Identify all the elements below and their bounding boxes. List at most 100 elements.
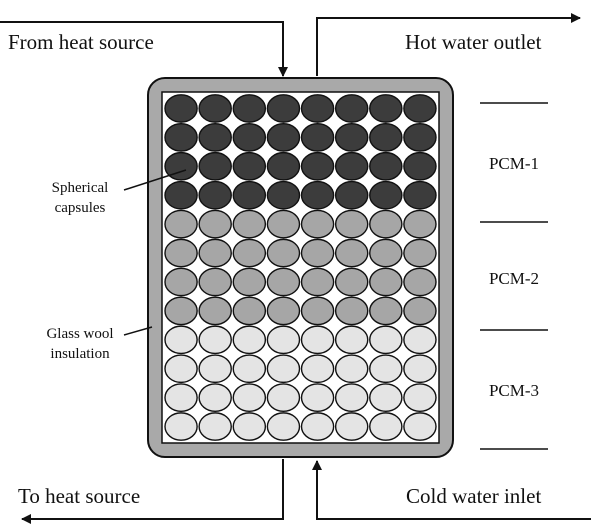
capsule-pcm-3: [164, 354, 198, 384]
capsule-pcm-2: [232, 209, 267, 239]
capsule-pcm-1: [403, 180, 437, 210]
label-hot-water-outlet: Hot water outlet: [405, 30, 542, 54]
capsule-pcm-1: [198, 123, 232, 152]
capsule-pcm-2: [369, 209, 403, 239]
capsule-pcm-3: [232, 383, 267, 412]
capsule-pcm-1: [300, 94, 335, 123]
capsule-pcm-3: [232, 354, 267, 384]
capsule-pcm-2: [300, 296, 335, 326]
capsule-pcm-3: [300, 325, 335, 355]
capsule-pcm-1: [334, 123, 369, 152]
capsule-pcm-2: [164, 267, 198, 297]
capsule-pcm-3: [334, 383, 369, 412]
capsule-pcm-1: [232, 180, 267, 210]
capsule-pcm-2: [198, 238, 232, 268]
tank-interior: [161, 91, 440, 444]
capsule-pcm-2: [164, 296, 198, 326]
label-spherical-capsules-line1: Spherical: [52, 180, 109, 196]
capsule-pcm-2: [369, 296, 403, 326]
capsule-pcm-3: [266, 354, 301, 384]
leader-glass-wool: [123, 326, 153, 336]
capsule-pcm-1: [266, 180, 301, 210]
capsule-pcm-3: [164, 383, 198, 412]
capsule-pcm-3: [403, 354, 437, 384]
capsule-pcm-2: [198, 296, 232, 326]
capsule-pcm-3: [300, 354, 335, 384]
capsule-pcm-2: [403, 238, 437, 268]
capsule-pcm-2: [334, 238, 369, 268]
capsule-pcm-3: [232, 412, 267, 441]
capsule-pcm-3: [369, 354, 403, 384]
label-cold-water-inlet: Cold water inlet: [406, 484, 541, 508]
capsule-pcm-2: [403, 209, 437, 239]
capsule-pcm-2: [266, 296, 301, 326]
capsule-pcm-3: [334, 325, 369, 355]
capsule-pcm-2: [300, 267, 335, 297]
capsule-pcm-2: [403, 296, 437, 326]
capsule-pcm-3: [403, 325, 437, 355]
capsule-pcm-1: [232, 151, 267, 181]
capsule-pcm-2: [300, 238, 335, 268]
capsule-pcm-2: [198, 209, 232, 239]
label-pcm-3: PCM-3: [489, 381, 539, 400]
capsule-pcm-3: [164, 325, 198, 355]
capsule-pcm-1: [369, 94, 403, 123]
capsule-pcm-2: [198, 267, 232, 297]
capsule-pcm-2: [334, 296, 369, 326]
capsule-pcm-3: [266, 412, 301, 441]
capsule-pcm-1: [369, 180, 403, 210]
capsule-pcm-2: [334, 209, 369, 239]
capsule-pcm-3: [266, 325, 301, 355]
capsule-pcm-3: [403, 412, 437, 441]
capsule-pcm-3: [198, 412, 232, 441]
capsule-pcm-1: [334, 180, 369, 210]
capsule-pcm-2: [266, 209, 301, 239]
label-glass-wool-line1: Glass wool: [46, 326, 113, 342]
capsule-pcm-1: [232, 94, 267, 123]
capsule-pcm-3: [334, 354, 369, 384]
cold-water-inlet-pipe: [312, 460, 591, 520]
capsule-pcm-1: [198, 94, 232, 123]
capsule-pcm-1: [403, 123, 437, 152]
capsule-pcm-1: [300, 151, 335, 181]
capsule-pcm-2: [334, 267, 369, 297]
capsule-pcm-2: [300, 209, 335, 239]
capsule-pcm-1: [164, 180, 198, 210]
capsule-pcm-1: [164, 123, 198, 152]
capsule-pcm-1: [300, 180, 335, 210]
spherical-capsules-group: [164, 94, 437, 441]
capsule-pcm-1: [266, 123, 301, 152]
capsule-pcm-1: [266, 94, 301, 123]
capsule-pcm-2: [369, 238, 403, 268]
capsule-pcm-1: [369, 123, 403, 152]
capsule-pcm-1: [198, 180, 232, 210]
capsule-pcm-1: [164, 151, 198, 181]
capsule-pcm-2: [266, 267, 301, 297]
capsule-pcm-3: [266, 383, 301, 412]
leader-spherical-capsules: [123, 169, 187, 191]
hot-water-outlet-pipe: [316, 13, 581, 76]
capsule-pcm-1: [369, 151, 403, 181]
capsule-pcm-1: [232, 123, 267, 152]
capsule-pcm-1: [334, 151, 369, 181]
return-pipe-to-heat-source: [21, 459, 284, 524]
capsule-pcm-1: [164, 94, 198, 123]
capsule-pcm-2: [403, 267, 437, 297]
capsule-pcm-2: [232, 296, 267, 326]
capsule-pcm-1: [266, 151, 301, 181]
capsule-pcm-3: [198, 383, 232, 412]
label-glass-wool-line2: insulation: [50, 346, 110, 362]
capsule-pcm-3: [232, 325, 267, 355]
label-pcm-1: PCM-1: [489, 154, 539, 173]
capsule-pcm-3: [369, 383, 403, 412]
capsule-pcm-3: [369, 325, 403, 355]
capsule-pcm-3: [369, 412, 403, 441]
label-pcm-2: PCM-2: [489, 269, 539, 288]
capsule-pcm-2: [164, 238, 198, 268]
capsule-pcm-2: [266, 238, 301, 268]
label-from-heat-source: From heat source: [8, 30, 154, 54]
label-spherical-capsules-line2: capsules: [55, 200, 106, 216]
capsule-pcm-2: [164, 209, 198, 239]
capsule-pcm-2: [232, 267, 267, 297]
